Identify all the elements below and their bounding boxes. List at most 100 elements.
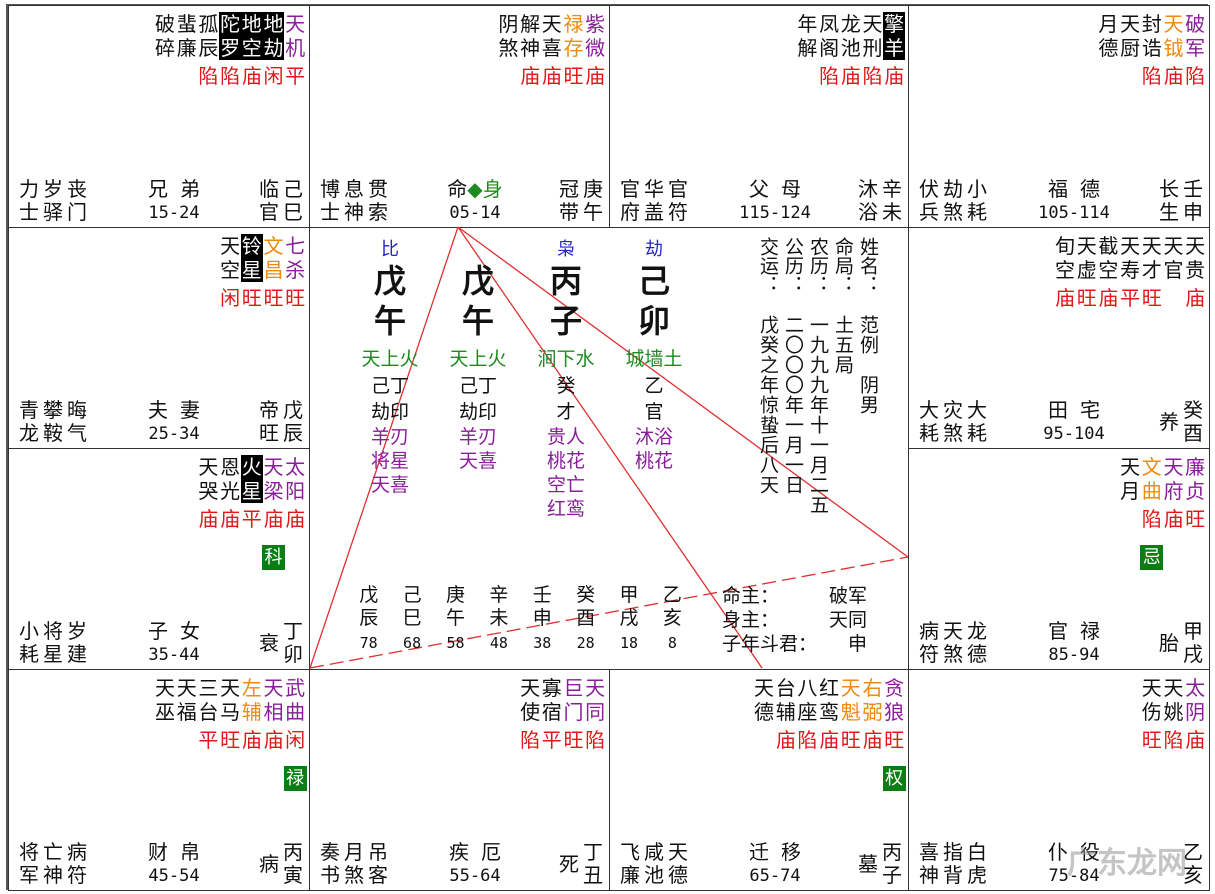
minor-god-char: 官 xyxy=(668,177,688,201)
star[interactable]: 龙池庙 xyxy=(840,12,862,90)
star[interactable]: 巨门旺 xyxy=(563,676,585,754)
star[interactable]: 破军陷 xyxy=(1184,12,1206,90)
star[interactable]: 天钺庙 xyxy=(1163,12,1185,90)
star-list: 月德天厨封诰陷天钺庙破军陷 xyxy=(1098,12,1206,90)
star[interactable]: 紫微庙 xyxy=(584,12,606,90)
star[interactable]: 廉贞旺 xyxy=(1184,455,1206,570)
star[interactable]: 武曲闲禄 xyxy=(283,676,307,791)
star[interactable]: 天府庙 xyxy=(1163,455,1185,570)
star[interactable]: 旬空庙 xyxy=(1054,234,1076,312)
pillar-shensha: 桃花 xyxy=(546,450,585,472)
palace-name[interactable]: 福德 xyxy=(1048,177,1112,201)
star[interactable]: 天空闲 xyxy=(219,234,241,312)
star[interactable]: 天厨 xyxy=(1119,12,1141,90)
star[interactable]: 天巫 xyxy=(154,676,176,791)
star[interactable]: 天才旺 xyxy=(1141,234,1163,312)
palace-name[interactable]: 迁移 xyxy=(749,840,813,864)
star[interactable]: 天刑陷 xyxy=(862,12,884,90)
star[interactable]: 火星平 xyxy=(240,455,263,570)
star[interactable]: 八座陷 xyxy=(797,676,819,791)
star[interactable]: 天月 xyxy=(1119,455,1141,570)
star[interactable]: 天福 xyxy=(176,676,198,791)
star[interactable]: 天贵庙 xyxy=(1184,234,1206,312)
palace-name[interactable]: 夫妻 xyxy=(148,398,212,422)
palace-name[interactable]: 田宅 xyxy=(1048,398,1112,422)
star[interactable]: 铃星旺 xyxy=(240,234,263,312)
star[interactable]: 凤阁陷 xyxy=(818,12,840,90)
star[interactable]: 地空庙 xyxy=(240,12,263,90)
star[interactable]: 天机平 xyxy=(284,12,306,90)
star[interactable]: 天相庙 xyxy=(263,676,285,791)
palace-name[interactable]: 命◆身 xyxy=(420,178,530,201)
star[interactable]: 寡宿平 xyxy=(541,676,563,754)
palace-name[interactable]: 财帛 xyxy=(148,840,212,864)
star[interactable]: 天梁庙科 xyxy=(261,455,285,570)
star[interactable]: 天德 xyxy=(753,676,775,791)
star[interactable]: 阴煞 xyxy=(498,12,520,90)
star[interactable]: 封诰陷 xyxy=(1141,12,1163,90)
star[interactable]: 红鸾庙 xyxy=(818,676,840,791)
star[interactable]: 蜚廉 xyxy=(176,12,198,90)
star[interactable]: 天姚陷 xyxy=(1163,676,1185,754)
star[interactable]: 文曲陷忌 xyxy=(1140,455,1164,570)
star[interactable]: 太阳庙 xyxy=(284,455,306,570)
palace-name[interactable]: 疾厄 xyxy=(449,840,513,864)
star-char: 存 xyxy=(563,36,584,60)
star[interactable]: 天马旺 xyxy=(219,676,241,791)
star[interactable]: 天哭庙 xyxy=(198,455,220,570)
palace-name[interactable]: 子女 xyxy=(148,619,212,643)
palace-name[interactable]: 父母 xyxy=(749,177,813,201)
star[interactable]: 文昌旺 xyxy=(263,234,285,312)
palace-name[interactable]: 仆役 xyxy=(1048,840,1112,864)
star[interactable]: 七杀旺 xyxy=(284,234,306,312)
star[interactable]: 天使陷 xyxy=(519,676,541,754)
star[interactable]: 天魁旺 xyxy=(840,676,862,791)
star-char: 截 xyxy=(1098,234,1119,258)
star[interactable]: 天伤旺 xyxy=(1141,676,1163,754)
star-brightness: 闲 xyxy=(285,728,306,752)
star[interactable]: 破碎 xyxy=(154,12,176,90)
star[interactable]: 太阴庙 xyxy=(1184,676,1206,754)
pillar-shensha: 天喜 xyxy=(370,474,409,496)
pillar-branch: 卯 xyxy=(637,302,670,340)
star[interactable]: 天喜庙 xyxy=(541,12,563,90)
palace-stage-ganzhi: 养癸酉 xyxy=(1157,399,1205,445)
star[interactable]: 贪狼旺权 xyxy=(882,676,906,791)
palace-name[interactable]: 官禄 xyxy=(1048,619,1112,643)
star[interactable]: 陀罗陷 xyxy=(219,12,241,90)
star[interactable]: 右弼庙 xyxy=(862,676,884,791)
star[interactable]: 天寿平 xyxy=(1119,234,1141,312)
star[interactable]: 天虚旺 xyxy=(1076,234,1098,312)
star[interactable]: 地劫闲 xyxy=(262,12,285,90)
star[interactable]: 左辅庙 xyxy=(241,676,263,791)
star[interactable]: 解神庙 xyxy=(519,12,541,90)
star[interactable]: 截空庙 xyxy=(1098,234,1120,312)
star[interactable]: 孤辰陷 xyxy=(198,12,220,90)
star[interactable]: 月德 xyxy=(1098,12,1120,90)
star[interactable]: 天官 xyxy=(1163,234,1185,312)
star[interactable]: 恩光庙 xyxy=(219,455,241,570)
star[interactable]: 台辅庙 xyxy=(775,676,797,791)
star[interactable]: 禄存旺 xyxy=(563,12,585,90)
star-list: 年解凤阁陷龙池庙天刑陷擎羊庙 xyxy=(797,12,905,90)
star[interactable]: 天同陷 xyxy=(584,676,606,754)
star-brightness: 陷 xyxy=(797,728,818,752)
star[interactable]: 擎羊庙 xyxy=(883,12,905,90)
palace-name[interactable]: 兄弟 xyxy=(148,177,212,201)
star[interactable]: 三台平 xyxy=(198,676,220,791)
star-char: 空 xyxy=(240,36,263,60)
star[interactable]: 年解 xyxy=(797,12,819,90)
ganzhi-char: 亥 xyxy=(1183,863,1203,887)
